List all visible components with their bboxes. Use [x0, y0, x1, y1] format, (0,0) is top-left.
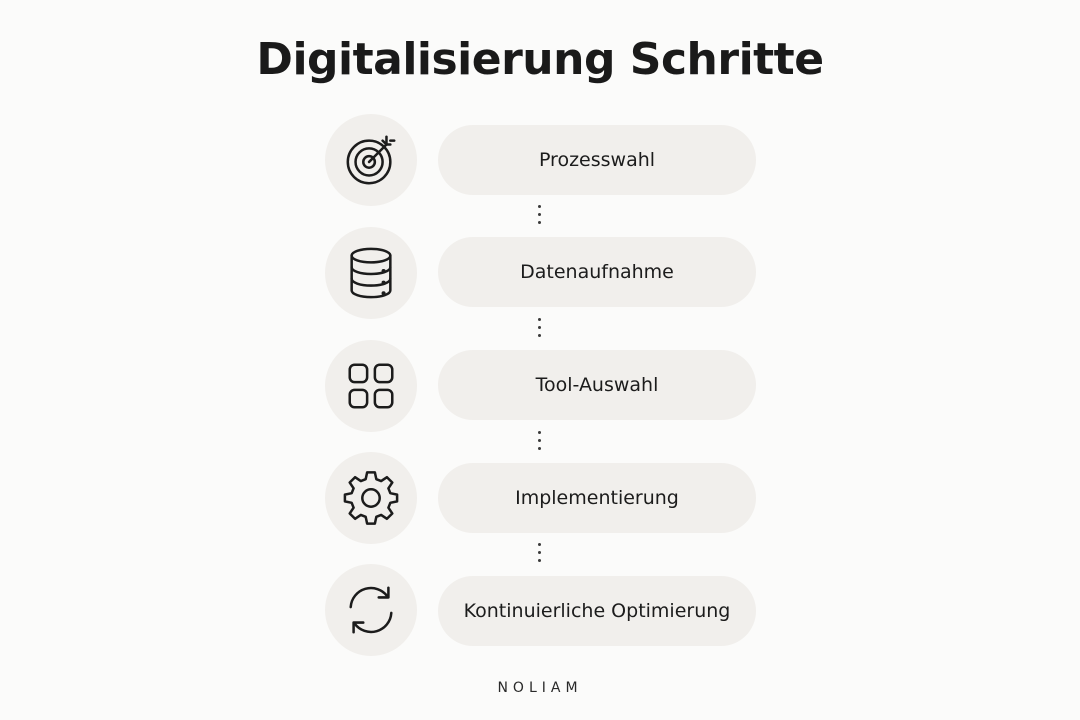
connector-3 [538, 431, 542, 455]
step-2-label: Datenaufnahme [520, 261, 674, 283]
gear-icon [343, 471, 399, 525]
step-5-icon-circle [325, 564, 417, 656]
step-4-icon-circle [325, 452, 417, 544]
target-icon [346, 135, 396, 185]
step-1-label: Prozesswahl [538, 149, 656, 171]
database-icon [350, 247, 392, 299]
page-title: Digitalisierung Schritte [256, 34, 824, 85]
grid-icon [348, 363, 394, 409]
step-1-pill: Prozesswahl [438, 125, 756, 195]
step-1-icon-circle [325, 114, 417, 206]
connector-2 [538, 318, 542, 342]
connector-4 [538, 543, 542, 567]
step-2-icon-circle [325, 227, 417, 319]
refresh-icon [349, 586, 393, 634]
step-2-pill: Datenaufnahme [438, 237, 756, 307]
brand-logo-text: NOLIAM [497, 680, 583, 696]
step-5-label: Kontinuierliche Optimierung [463, 600, 731, 622]
step-4-pill: Implementierung [438, 463, 756, 533]
step-5-pill: Kontinuierliche Optimierung [438, 576, 756, 646]
connector-1 [538, 205, 542, 229]
step-3-label: Tool-Auswahl [535, 374, 659, 396]
step-3-pill: Tool-Auswahl [438, 350, 756, 420]
step-4-label: Implementierung [515, 487, 679, 509]
step-3-icon-circle [325, 340, 417, 432]
